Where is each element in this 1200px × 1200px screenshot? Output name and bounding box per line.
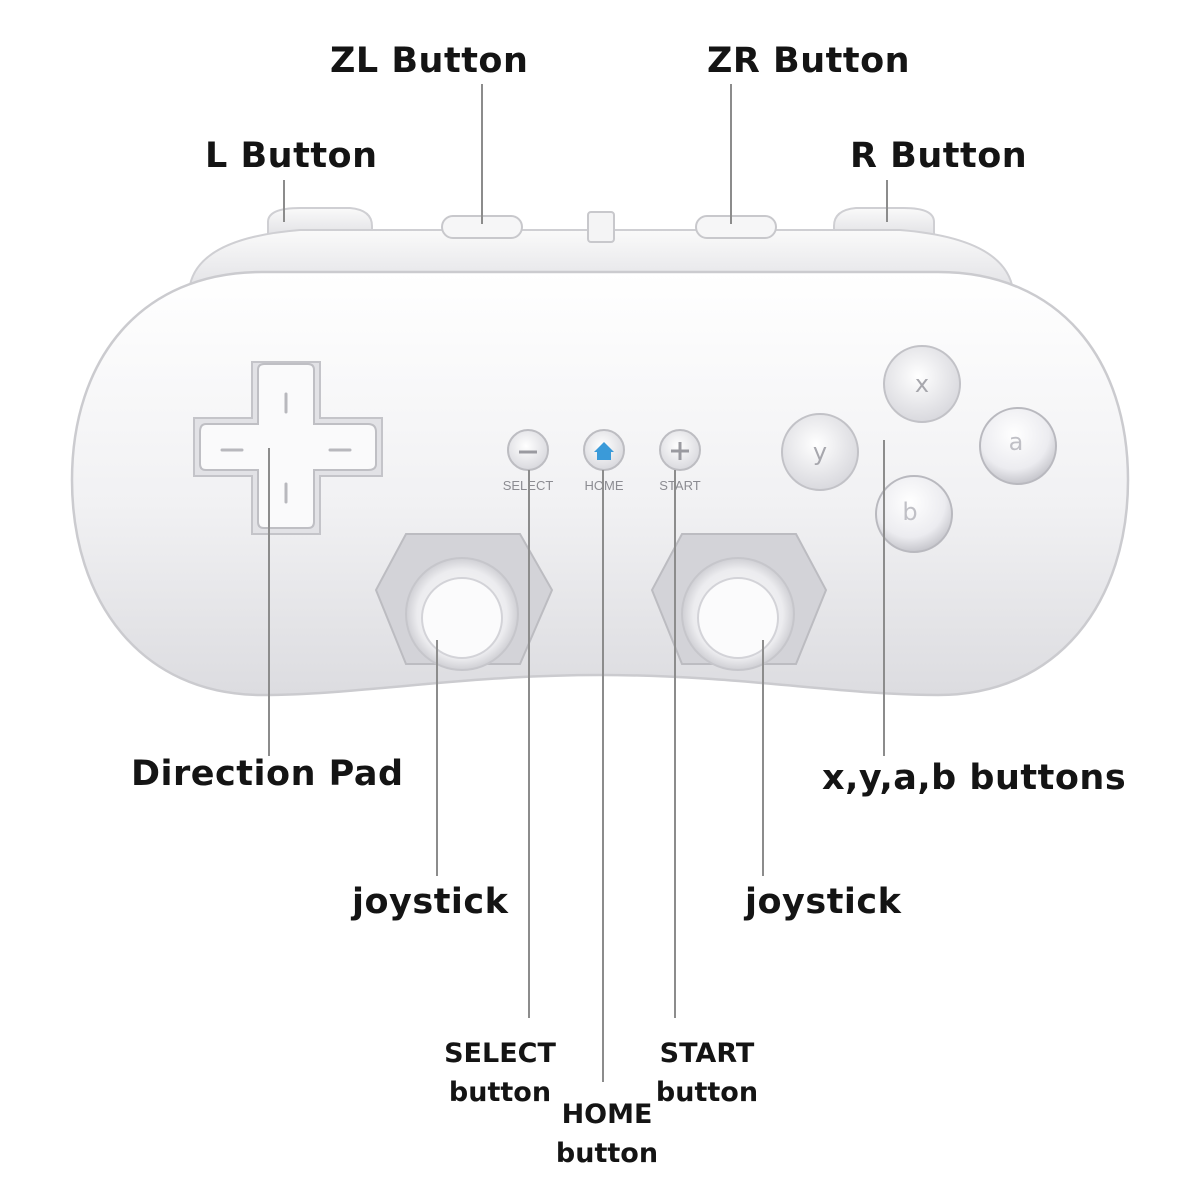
zl-leader-line — [481, 84, 483, 224]
controller-body — [70, 270, 1130, 697]
a-button[interactable] — [979, 407, 1057, 485]
xyab-leader-line — [883, 440, 885, 756]
select-label-line1: SELECT — [444, 1038, 556, 1069]
home-label-line2: button — [555, 1138, 659, 1169]
right-joystick-label: joystick — [745, 882, 902, 922]
zl-button-label: ZL Button — [330, 41, 529, 81]
start-button-label: START button — [648, 1040, 766, 1106]
r-button-label: R Button — [850, 136, 1028, 176]
l-button-label: L Button — [205, 136, 378, 176]
left-joystick-cap — [421, 577, 503, 659]
zr-leader-line — [730, 84, 732, 224]
left-joystick-leader-line — [436, 640, 438, 876]
home-leader-line — [602, 470, 604, 1082]
left-joystick-label: joystick — [352, 882, 509, 922]
right-joystick-leader-line — [762, 640, 764, 876]
select-leader-line — [528, 470, 530, 1018]
connector-stub — [587, 211, 615, 243]
b-button[interactable] — [875, 475, 953, 553]
select-button-label: SELECT button — [438, 1040, 562, 1106]
home-label-line1: HOME — [561, 1099, 653, 1130]
home-icon — [594, 442, 614, 460]
start-label-line1: START — [659, 1038, 755, 1069]
select-label-line2: button — [448, 1077, 552, 1108]
start-leader-line — [674, 470, 676, 1018]
right-joystick-cap — [697, 577, 779, 659]
home-face-label: HOME — [585, 478, 624, 493]
select-button[interactable] — [507, 429, 549, 471]
direction-pad-label: Direction Pad — [131, 754, 404, 794]
y-button[interactable] — [781, 413, 859, 491]
r-leader-line — [886, 180, 888, 222]
start-label-line2: button — [655, 1077, 759, 1108]
x-button[interactable] — [883, 345, 961, 423]
start-face-label: START — [659, 478, 700, 493]
zr-button-label: ZR Button — [707, 41, 911, 81]
x-button-label: x — [915, 370, 929, 398]
xyab-buttons-label: x,y,a,b buttons — [822, 758, 1127, 798]
l-leader-line — [283, 180, 285, 222]
dpad-leader-line — [268, 448, 270, 756]
zr-trigger-button[interactable] — [695, 215, 777, 239]
home-button-label: HOME button — [552, 1101, 662, 1167]
b-button-label: b — [902, 498, 917, 526]
y-button-label: y — [813, 438, 827, 466]
a-button-label: a — [1009, 428, 1024, 456]
direction-pad[interactable] — [199, 363, 377, 529]
